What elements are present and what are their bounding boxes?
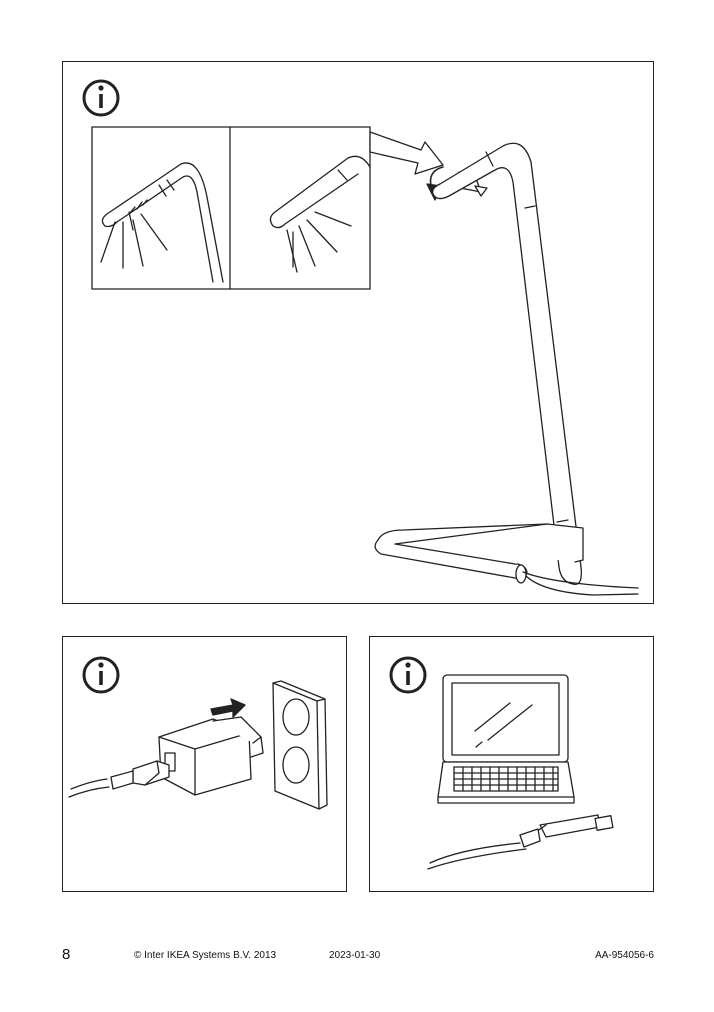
pointer-arrow <box>369 131 444 175</box>
push-arrow-icon <box>210 698 246 718</box>
lamp-head-detail-light-beam <box>269 155 371 273</box>
info-icon <box>82 79 120 117</box>
inset-detail-frames <box>91 126 371 290</box>
usb-cable-illustration <box>68 760 170 798</box>
wall-outlet-illustration <box>272 680 328 810</box>
document-id: AA-954056-6 <box>595 950 654 961</box>
usb-power-adapter-illustration <box>158 716 264 796</box>
info-icon <box>82 656 120 694</box>
desk-lamp-illustration <box>374 142 639 596</box>
lamp-head-detail-light-on <box>100 162 224 283</box>
laptop-illustration <box>437 674 575 804</box>
usb-cable-illustration <box>427 814 614 870</box>
lamp-info-panel <box>62 61 654 604</box>
adapter-info-panel <box>62 636 347 892</box>
page-number: 8 <box>62 946 71 963</box>
laptop-info-panel <box>369 636 654 892</box>
document-date: 2023-01-30 <box>329 950 381 961</box>
info-icon <box>389 656 427 694</box>
copyright-notice: © Inter IKEA Systems B.V. 2013 <box>134 950 277 961</box>
